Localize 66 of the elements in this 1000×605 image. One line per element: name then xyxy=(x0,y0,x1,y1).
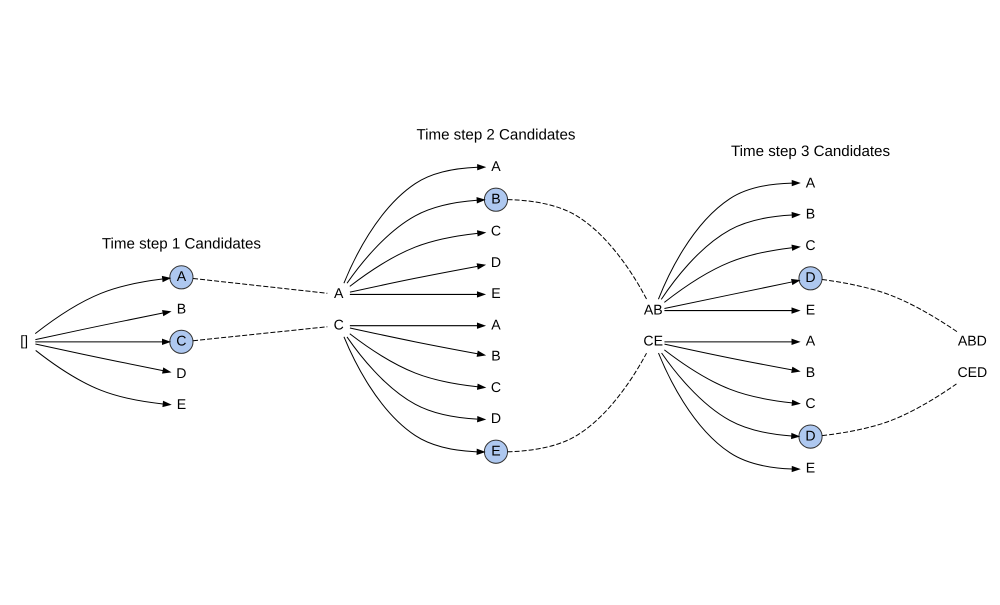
node-text: C xyxy=(333,316,344,332)
arrow xyxy=(658,352,800,472)
arrow xyxy=(348,230,486,287)
node-circle: C xyxy=(168,330,193,354)
arrow xyxy=(349,327,486,357)
connector xyxy=(192,326,327,342)
node-circle: E xyxy=(483,440,508,464)
node-text: A xyxy=(490,316,500,332)
node-text: E xyxy=(805,460,815,476)
arrow xyxy=(34,276,171,334)
node-text: C xyxy=(804,395,816,412)
arrow xyxy=(346,336,486,422)
node-text: B xyxy=(805,364,815,380)
node-text: A xyxy=(490,158,500,174)
node-text: B xyxy=(805,206,815,222)
arrow xyxy=(346,197,486,284)
node-text: D xyxy=(490,254,501,270)
connector xyxy=(822,384,956,436)
arrow xyxy=(660,212,800,300)
node-text: E xyxy=(176,396,186,412)
connector xyxy=(507,199,647,300)
node-text: D xyxy=(490,410,501,426)
node-text: [] xyxy=(20,332,28,349)
node-text: E xyxy=(490,285,500,302)
arrow xyxy=(34,350,172,408)
arrow xyxy=(34,344,172,374)
node-text: ABD xyxy=(957,332,986,349)
label: Time step 3 Candidates xyxy=(730,142,890,160)
node-text: CED xyxy=(956,364,987,380)
arrow xyxy=(349,322,486,329)
node-text: C xyxy=(490,378,501,395)
node-text: E xyxy=(805,301,815,318)
label: Time step 1 Candidates xyxy=(101,236,260,253)
label: Time step 2 Candidates xyxy=(416,126,575,144)
arrow xyxy=(349,291,486,298)
arrow xyxy=(348,333,486,390)
node-text: D xyxy=(176,364,186,381)
node-text: CE xyxy=(642,332,663,349)
node-text: C xyxy=(804,236,816,253)
arrow xyxy=(664,350,800,406)
arrow xyxy=(664,244,800,303)
node-text: C xyxy=(490,222,501,239)
arrow xyxy=(34,338,171,345)
node-text: B xyxy=(490,348,500,364)
connector xyxy=(192,278,327,294)
arrow xyxy=(664,338,800,345)
node-text: A xyxy=(333,285,343,302)
node-text: AB xyxy=(643,301,662,318)
node-circle: D xyxy=(798,266,822,290)
arrow xyxy=(34,310,172,340)
arrow xyxy=(343,336,486,455)
node-text: A xyxy=(805,174,815,190)
arrow xyxy=(664,344,800,373)
arrow xyxy=(349,263,486,293)
node-circle: B xyxy=(483,188,508,212)
arrow xyxy=(342,164,486,284)
arrow xyxy=(664,307,800,314)
connector xyxy=(822,279,957,332)
node-text: A xyxy=(805,332,815,349)
node-circle: A xyxy=(168,265,193,290)
node-circle: D xyxy=(798,424,822,449)
connector xyxy=(507,352,646,452)
arrow xyxy=(657,180,800,300)
arrow xyxy=(660,352,800,440)
arrow xyxy=(664,278,800,309)
node-text: B xyxy=(176,300,186,316)
